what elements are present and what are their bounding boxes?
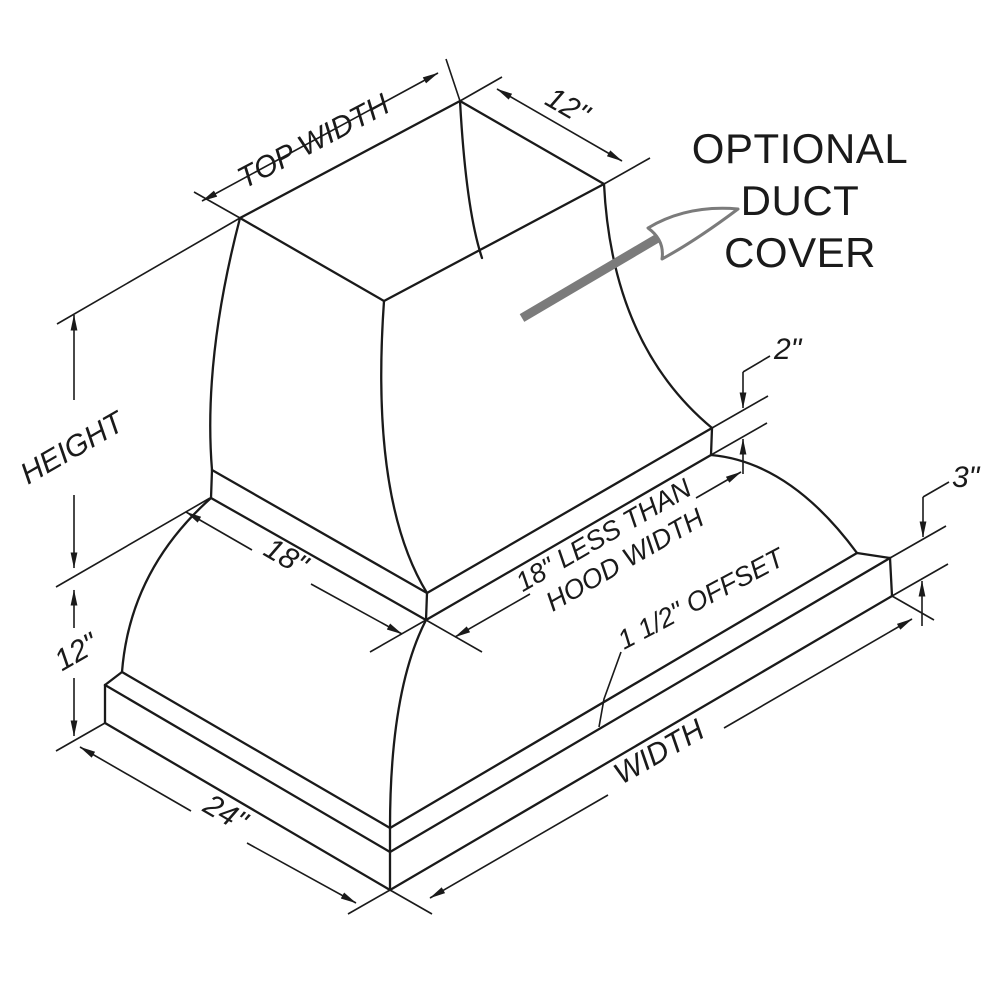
dim-line-duct-base-width <box>454 593 531 638</box>
duct-left-curve <box>209 216 242 472</box>
dim-line-top-width <box>201 72 439 202</box>
curb-corner-verticals <box>209 426 714 622</box>
dim-line-width <box>429 794 609 899</box>
label-optional: OPTIONAL <box>692 125 908 172</box>
duct-back-corner-curve <box>458 99 484 260</box>
duct-front-curve <box>380 299 429 595</box>
dim-line-depth <box>246 842 357 904</box>
bell-front-curve <box>388 618 428 830</box>
extension-line <box>891 595 935 621</box>
label-cover: COVER <box>724 229 876 276</box>
label-duct-base-depth: 18" <box>258 532 314 583</box>
extension-line <box>459 76 503 102</box>
extension-line <box>389 889 433 915</box>
label-curb-height: 2" <box>773 333 803 366</box>
dim-line-depth <box>79 746 192 812</box>
label-duct: DUCT <box>741 177 860 224</box>
duct-cover-pointer <box>519 206 740 322</box>
dim-line-width <box>723 618 913 729</box>
label-lower-height: 12" <box>49 626 105 677</box>
extension-line <box>603 157 651 185</box>
extension-line <box>710 422 768 456</box>
pointer-shaft <box>519 228 671 322</box>
extension-line <box>711 395 769 429</box>
extension-line <box>369 619 427 653</box>
pointer-arrowhead-icon <box>646 206 740 261</box>
duct-right-curve <box>602 182 714 430</box>
extension-line <box>347 889 391 915</box>
extension-line <box>445 58 461 102</box>
extension-line <box>56 217 241 325</box>
bell-footprint-edge <box>120 551 859 830</box>
duct-top-rim <box>238 99 606 303</box>
label-height: HEIGHT <box>15 404 132 491</box>
hood-outline <box>103 99 894 892</box>
leader-curb-height <box>742 355 771 373</box>
dim-line-duct-base-depth <box>310 583 403 635</box>
leader-base-height <box>922 481 950 498</box>
dim-line-duct-base-depth <box>185 511 253 551</box>
extension-line <box>55 497 211 588</box>
dimension-lines <box>70 72 950 904</box>
dim-line-duct-depth <box>496 88 623 162</box>
bell-right-curve <box>709 453 859 555</box>
label-depth: 24" <box>197 788 254 840</box>
extension-line <box>889 525 947 559</box>
extension-line <box>891 563 949 597</box>
leader-offset <box>598 651 622 728</box>
extension-line <box>193 191 241 219</box>
base-corner-verticals <box>103 556 894 892</box>
labels: TOP WIDTH 12" OPTIONAL DUCT COVER 2" HEI… <box>15 81 981 839</box>
base-top-end-strips <box>103 551 892 687</box>
label-base-height: 3" <box>952 461 981 494</box>
label-duct-depth: 12" <box>540 81 596 132</box>
extension-line <box>55 722 106 752</box>
extension-line <box>425 619 483 653</box>
dim-line-duct-base-width <box>695 471 742 499</box>
base-bottom-edge <box>103 594 894 892</box>
bell-left-curve <box>120 496 213 674</box>
